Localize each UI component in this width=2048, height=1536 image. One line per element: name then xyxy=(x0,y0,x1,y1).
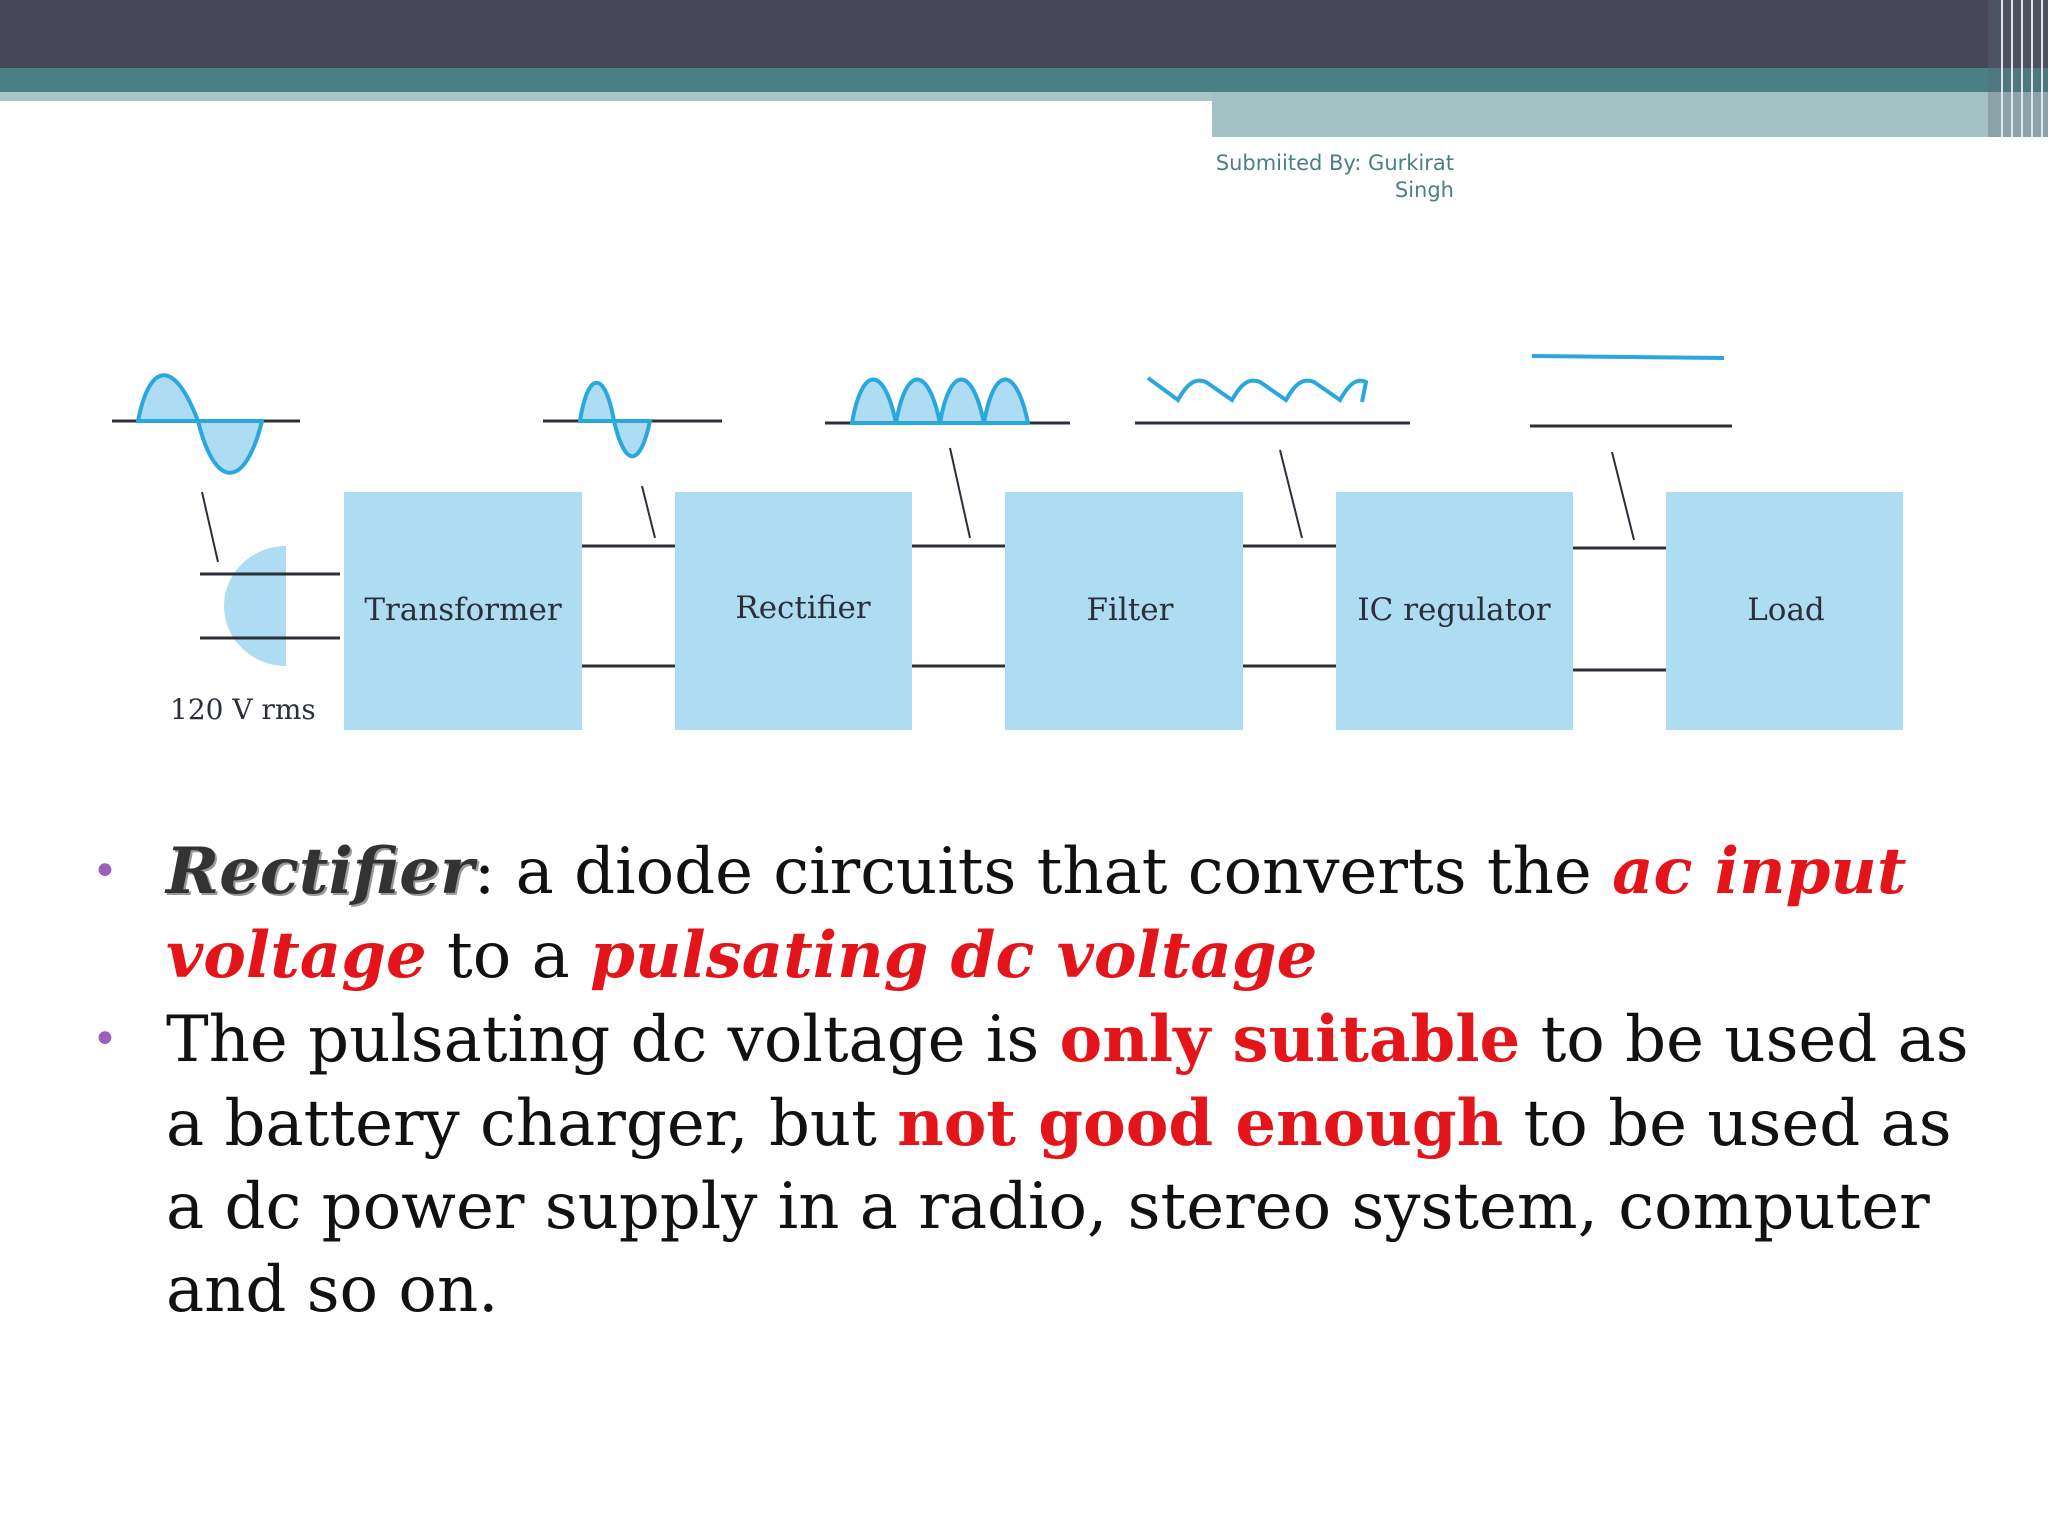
submitted-by-note: Submiited By: Gurkirat Singh xyxy=(1180,150,1454,204)
block-label-transformer: Transformer xyxy=(364,592,562,628)
bullet1-text2: to a xyxy=(426,919,591,993)
waveform-filtered-ripple xyxy=(1135,376,1410,425)
waveform-pulsating-dc xyxy=(825,377,1070,425)
header-edge-decoration xyxy=(1988,0,2048,137)
bullet-list: • Rectifier: a diode circuits that conver… xyxy=(90,830,1990,1332)
header-light-band-right xyxy=(1212,92,2048,137)
bullet1-text1: : a diode circuits that converts the xyxy=(473,835,1613,909)
block-load: Load xyxy=(1666,492,1903,730)
bullet2-text0: The pulsating dc voltage is xyxy=(166,1003,1060,1077)
header-teal-band xyxy=(0,68,2048,92)
submitted-by-line2: Singh xyxy=(1394,178,1454,202)
connecting-wires xyxy=(582,544,1666,672)
header-light-band-left xyxy=(0,92,1212,101)
ac-source-symbol xyxy=(224,546,286,666)
bullet-item-rectifier: • Rectifier: a diode circuits that conver… xyxy=(90,830,1990,998)
bullet-dot-icon: • xyxy=(92,846,118,897)
block-transformer: Transformer xyxy=(344,492,582,730)
block-label-load: Load xyxy=(1747,592,1825,628)
bullet2-text1: to be used as a battery charger, but xyxy=(166,1003,1969,1161)
highlight-ac-input-voltage: ac input voltage xyxy=(166,834,1907,993)
pointer-lines xyxy=(201,447,1635,563)
bullet-item-pulsating-dc: • The pulsating dc voltage is only suitab… xyxy=(90,998,1990,1332)
waveform-regulated-dc xyxy=(1530,354,1732,428)
bullet-dot-icon: • xyxy=(92,1014,118,1065)
block-filter: Filter xyxy=(1005,492,1243,730)
block-label-filter: Filter xyxy=(1087,592,1174,628)
block-label-ic-regulator: IC regulator xyxy=(1357,592,1550,628)
header-dark-bar xyxy=(0,0,2048,68)
highlight-pulsating-dc-voltage: pulsating dc voltage xyxy=(590,918,1318,993)
bullet2-text2: to be used as a dc power supply in a rad… xyxy=(166,1087,1952,1327)
submitted-by-line1: Submiited By: Gurkirat xyxy=(1215,151,1454,175)
block-label-rectifier: Rectifier xyxy=(735,590,870,626)
block-rectifier: Rectifier xyxy=(675,492,912,730)
term-rectifier: Rectifier xyxy=(166,834,474,909)
waveform-ac-input xyxy=(112,373,300,475)
power-supply-block-diagram: 120 V rms Transformer Rectifier Filter I… xyxy=(112,354,1903,730)
highlight-not-good-enough: not good enough xyxy=(897,1086,1504,1161)
highlight-only-suitable: only suitable xyxy=(1059,1002,1521,1077)
block-ic-regulator: IC regulator xyxy=(1336,492,1573,730)
source-voltage-label: 120 V rms xyxy=(170,693,316,726)
waveform-transformed-ac xyxy=(543,381,722,458)
